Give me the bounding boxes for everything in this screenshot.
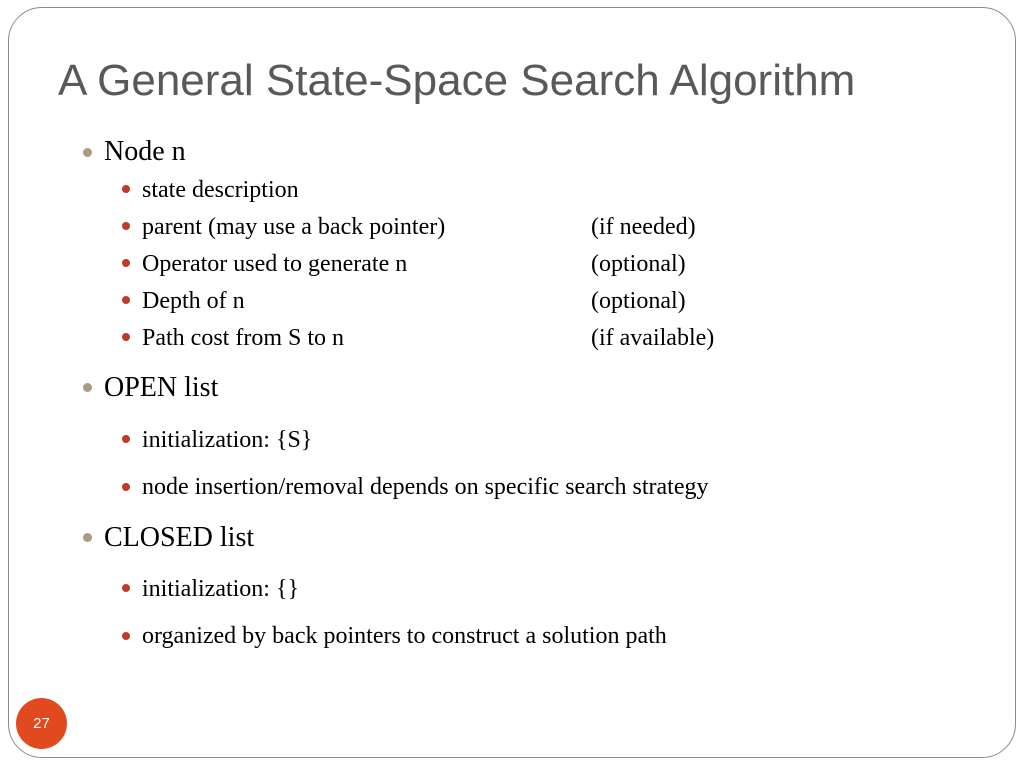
- sub-bullet-path-cost-note: (if available): [591, 325, 715, 351]
- slide-number-badge: 27: [16, 698, 67, 749]
- bullet-l2-icon: [122, 632, 130, 640]
- bullet-l2-icon: [122, 185, 130, 193]
- slide-number: 27: [33, 715, 50, 732]
- bullet-node: Node n: [104, 136, 186, 167]
- slide-title: A General State-Space Search Algorithm: [58, 56, 856, 105]
- slide-frame: [8, 7, 1016, 758]
- bullet-l1-icon: [83, 533, 92, 542]
- sub-bullet-parent: parent (may use a back pointer): [142, 214, 446, 240]
- sub-bullet-operator: Operator used to generate n: [142, 251, 408, 277]
- sub-bullet-state-description: state description: [142, 177, 299, 203]
- bullet-l2-icon: [122, 584, 130, 592]
- bullet-open-list: OPEN list: [104, 372, 219, 403]
- bullet-l1-icon: [83, 148, 92, 157]
- bullet-l2-icon: [122, 483, 130, 491]
- sub-bullet-open-init: initialization: {S}: [142, 427, 313, 453]
- sub-bullet-closed-init: initialization: {}: [142, 576, 300, 602]
- sub-bullet-path-cost: Path cost from S to n: [142, 325, 344, 351]
- bullet-l2-icon: [122, 222, 130, 230]
- sub-bullet-depth: Depth of n: [142, 288, 245, 314]
- bullet-l2-icon: [122, 435, 130, 443]
- sub-bullet-closed-organized: organized by back pointers to construct …: [142, 623, 667, 649]
- bullet-l2-icon: [122, 259, 130, 267]
- bullet-l2-icon: [122, 296, 130, 304]
- sub-bullet-open-insertion: node insertion/removal depends on specif…: [142, 474, 709, 500]
- bullet-closed-list: CLOSED list: [104, 522, 255, 553]
- bullet-l2-icon: [122, 333, 130, 341]
- sub-bullet-parent-note: (if needed): [591, 214, 696, 240]
- bullet-l1-icon: [83, 383, 92, 392]
- sub-bullet-operator-note: (optional): [591, 251, 686, 277]
- sub-bullet-depth-note: (optional): [591, 288, 686, 314]
